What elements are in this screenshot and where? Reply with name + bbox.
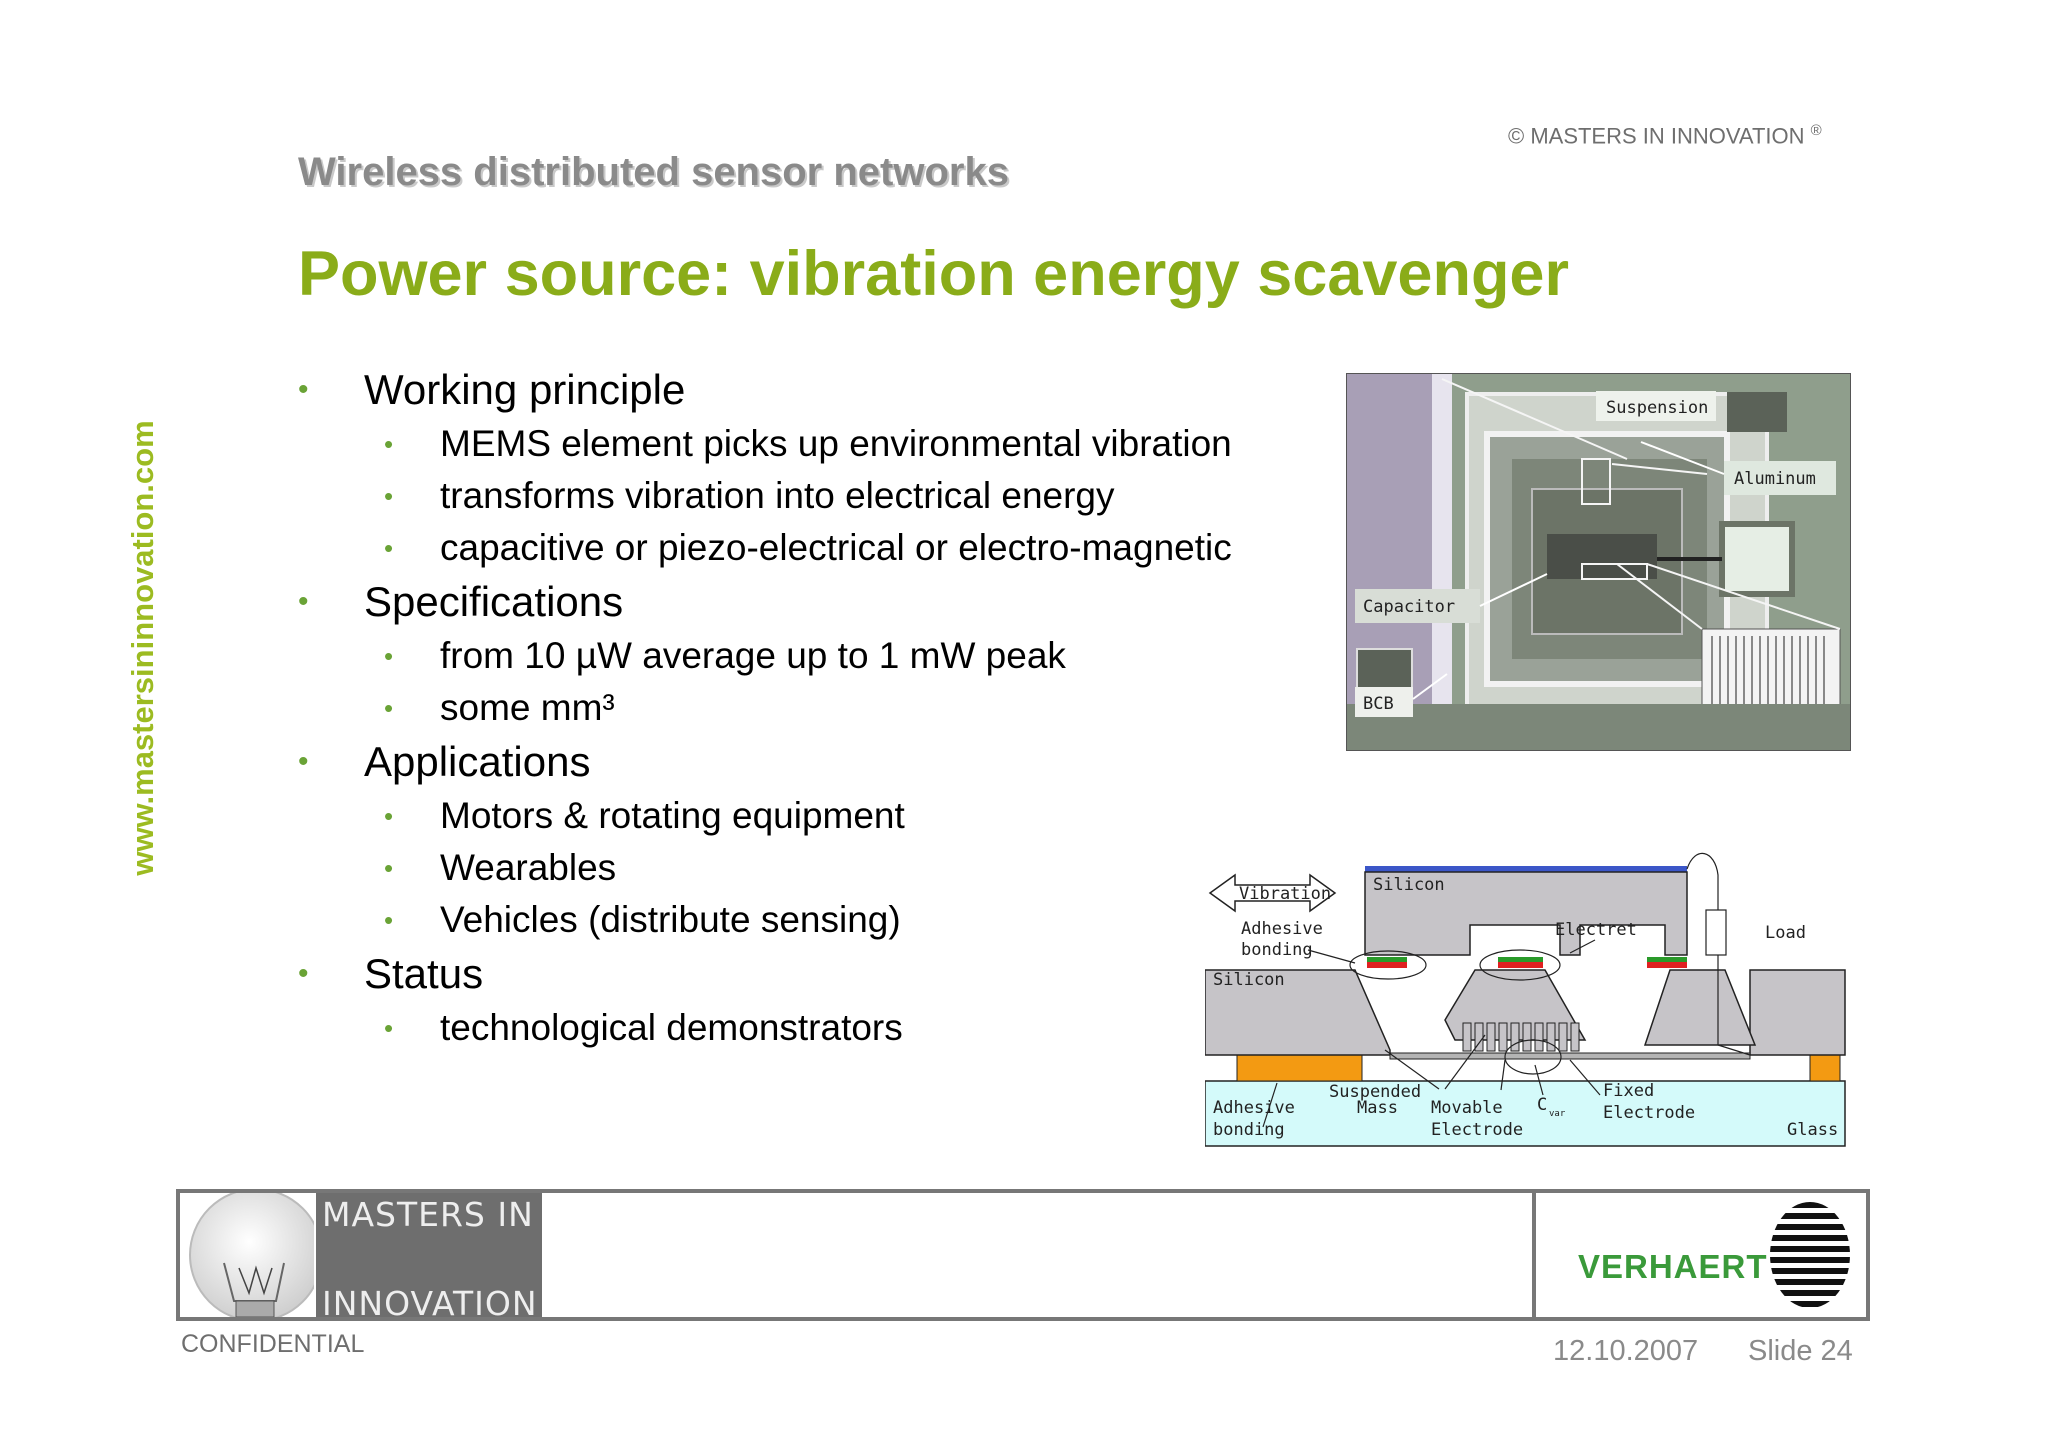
sub-bullet-item: •from 10 µW average up to 1 mW peak (290, 630, 1310, 682)
suspension-label-bg (1596, 391, 1716, 421)
aluminum-label: Aluminum (1734, 469, 1816, 489)
fixed-electrode-label: Electrode (1603, 1103, 1695, 1123)
bullet-icon: • (384, 905, 394, 935)
section-title: Wireless distributed sensor networks (298, 150, 1009, 194)
glass-label: Glass (1787, 1120, 1838, 1140)
mass-label: Mass (1357, 1098, 1398, 1118)
electret-label: Electret (1555, 920, 1637, 940)
vibration-label: Vibration (1239, 884, 1331, 904)
website-url[interactable]: www.mastersininnovation.com (125, 420, 160, 876)
bcb-label-bg (1355, 687, 1413, 717)
cvar-subscript: var (1549, 1109, 1566, 1119)
bullet-icon: • (384, 641, 394, 671)
cross-section-diagram: Vibration Silicon Adhesive bonding Elect… (1204, 845, 1855, 1147)
movable-label: Movable (1431, 1098, 1503, 1118)
logo-text-bottom: INNOVATION (322, 1284, 538, 1323)
bullet-icon: • (384, 1013, 394, 1043)
bullet-icon: • (298, 585, 309, 618)
sub-bullet-item: •Wearables (290, 842, 1310, 894)
slide-date: 12.10.2007 (1553, 1335, 1699, 1367)
mems-photo: Suspension Aluminum Capacitor BCB (1346, 373, 1851, 751)
sub-bullet-item: •transforms vibration into electrical en… (290, 470, 1310, 522)
mems-photo-drawing: Suspension Aluminum Capacitor BCB (1347, 374, 1850, 750)
suspension-label: Suspension (1606, 398, 1708, 418)
adhesive-label-bottom: Adhesive (1213, 1098, 1295, 1118)
sub-bullet-item: •MEMS element picks up environmental vib… (290, 418, 1310, 470)
copyright-notice: © MASTERS IN INNOVATION ® (1508, 122, 1822, 149)
bullet-icon: • (384, 429, 394, 459)
cvar-label: C (1537, 1095, 1547, 1115)
bonding-label-top: bonding (1241, 940, 1313, 960)
load-label: Load (1765, 923, 1806, 943)
silicon-left-label: Silicon (1213, 970, 1285, 990)
bullet-item: •Status (290, 946, 1310, 1002)
movable-electrode-label: Electrode (1431, 1120, 1523, 1140)
fixed-label: Fixed (1603, 1081, 1654, 1101)
confidential-label: CONFIDENTIAL (181, 1330, 365, 1358)
bullet-icon: • (298, 957, 309, 990)
partner-logo-text: VERHAERT (1578, 1248, 1768, 1285)
bullet-icon: • (384, 693, 394, 723)
bullet-item: •Applications (290, 734, 1310, 790)
suspended-label: Suspended (1329, 1082, 1421, 1102)
sub-bullet-item: •technological demonstrators (290, 1002, 1310, 1054)
logo-text-top: MASTERS IN (322, 1195, 534, 1234)
verhaert-globe-icon (1766, 1200, 1854, 1310)
logo-box (316, 1193, 542, 1317)
sub-bullet-item: •some mm³ (290, 682, 1310, 734)
bonding-label-bottom: bonding (1213, 1120, 1285, 1140)
sub-bullet-item: •Motors & rotating equipment (290, 790, 1310, 842)
bullet-icon: • (384, 533, 394, 563)
adhesive-label-top: Adhesive (1241, 919, 1323, 939)
cross-section-drawing: Vibration Silicon Adhesive bonding Elect… (1204, 852, 1846, 1147)
aluminum-label-bg (1724, 461, 1836, 495)
sub-bullet-item: •capacitive or piezo-electrical or elect… (290, 522, 1310, 574)
sub-bullet-item: •Vehicles (distribute sensing) (290, 894, 1310, 946)
capacitor-label-bg (1355, 589, 1480, 623)
bullet-icon: • (298, 373, 309, 406)
slide-number: Slide 24 (1748, 1335, 1853, 1367)
bullet-icon: • (298, 745, 309, 778)
silicon-top-label: Silicon (1373, 875, 1445, 895)
bullet-item: •Working principle (290, 362, 1310, 418)
slide-title: Power source: vibration energy scavenger (298, 239, 1569, 309)
bullet-item: •Specifications (290, 574, 1310, 630)
footer-divider (1532, 1189, 1536, 1321)
capacitor-label: Capacitor (1363, 597, 1455, 617)
lightbulb-icon (184, 1188, 323, 1322)
bcb-label: BCB (1363, 694, 1394, 714)
bullet-icon: • (384, 481, 394, 511)
bullet-icon: • (384, 853, 394, 883)
bullet-list: •Working principle •MEMS element picks u… (290, 362, 1310, 1054)
bullet-icon: • (384, 801, 394, 831)
